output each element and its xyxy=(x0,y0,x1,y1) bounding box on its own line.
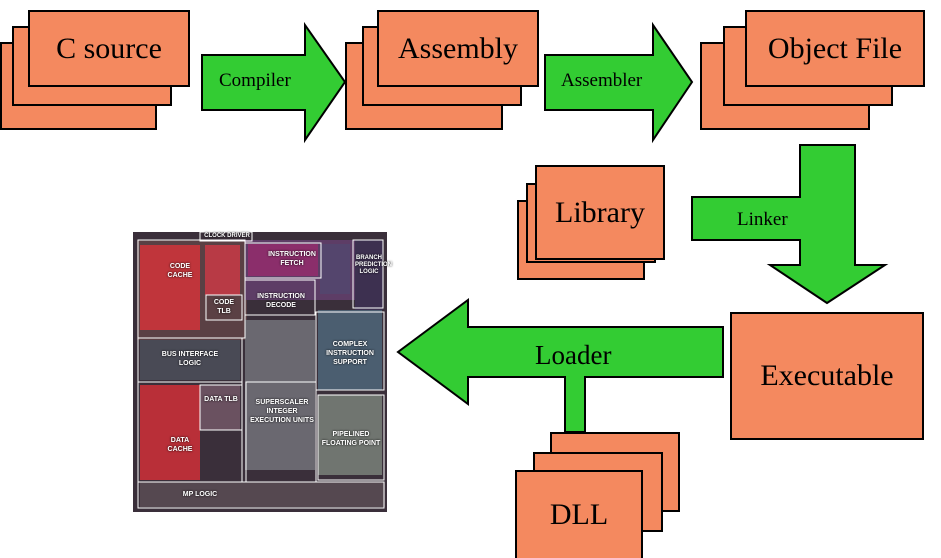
die-data-tlb: DATA TLB xyxy=(204,396,238,403)
loader-label: Loader xyxy=(535,340,612,370)
die-mp-logic: MP LOGIC xyxy=(182,491,218,498)
die-code-cache: CODE CACHE xyxy=(167,263,193,279)
die-code-tlb: CODE TLB xyxy=(213,299,235,315)
die-instruction-fetch: INSTRUCTION FETCH xyxy=(268,251,316,267)
die-clock-driver: CLOCK DRIVER xyxy=(204,233,250,239)
assembler-label: Assembler xyxy=(561,70,643,91)
library-box: Library xyxy=(535,165,665,260)
executable-box: Executable xyxy=(730,312,924,440)
die-bus-interface: BUS INTERFACE LOGIC xyxy=(161,351,219,367)
die-instruction-decode: INSTRUCTION DECODE xyxy=(257,293,305,309)
compiler-label: Compiler xyxy=(219,70,291,91)
assembler-arrow xyxy=(544,21,694,144)
die-complex-instruction: COMPLEX INSTRUCTION SUPPORT xyxy=(326,341,374,366)
linker-arrow xyxy=(691,144,889,305)
linker-label: Linker xyxy=(737,209,788,230)
loader-arrow xyxy=(396,298,724,433)
object-file-box: Object File xyxy=(745,10,925,87)
c-source-box: C source xyxy=(28,10,190,87)
dll-box: DLL xyxy=(515,470,643,558)
compiler-arrow xyxy=(201,21,347,144)
die-data-cache: DATA CACHE xyxy=(167,437,193,453)
die-superscaler: SUPERSCALER INTEGER EXECUTION UNITS xyxy=(250,399,314,424)
die-branch-prediction: BRANCH PREDICTION LOGIC xyxy=(355,255,393,275)
assembly-box: Assembly xyxy=(377,10,539,87)
die-pipelined-fp: PIPELINED FLOATING POINT xyxy=(321,431,381,447)
